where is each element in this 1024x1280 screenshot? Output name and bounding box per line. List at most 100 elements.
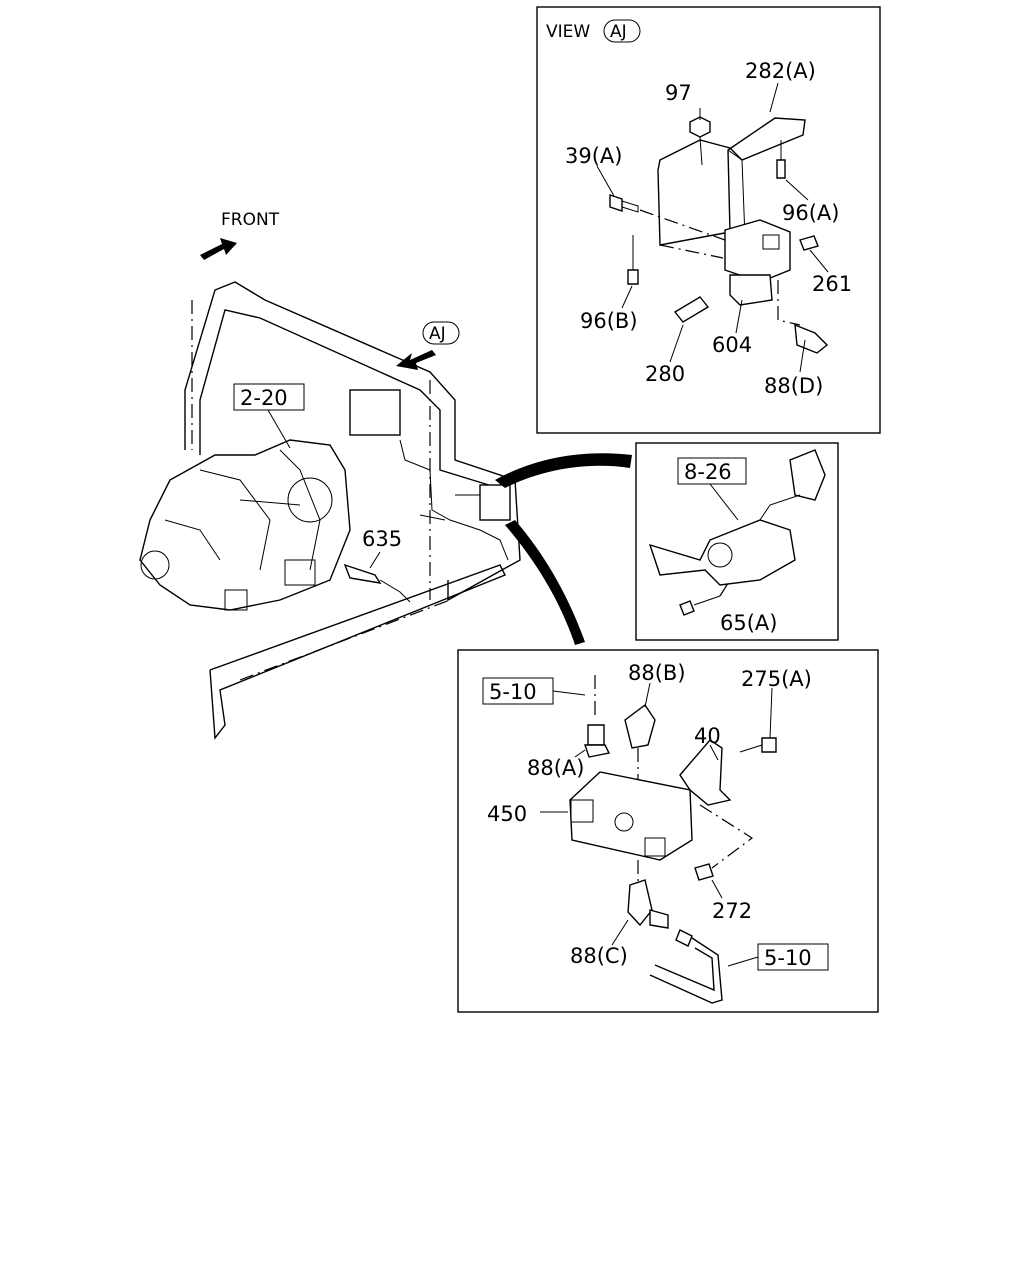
panel-8-26: 8-26 65(A)	[635, 442, 839, 641]
fitting-88d	[794, 323, 829, 354]
leader-5-10-top	[552, 690, 586, 696]
label-65a: 65(A)	[720, 611, 777, 635]
transmission-cover	[284, 559, 316, 586]
switch-wire	[759, 494, 801, 521]
label-96a: 96(A)	[782, 201, 839, 225]
view-aj-panel: VIEW AJ	[536, 6, 881, 434]
leader-8-26	[709, 483, 739, 521]
frame-center-lines	[191, 300, 431, 600]
label-39a: 39(A)	[565, 144, 622, 168]
callout-curve-8-26	[495, 453, 632, 488]
valve-450-port-right	[644, 837, 666, 857]
view-word: VIEW	[546, 22, 590, 42]
valve-604-port	[762, 234, 780, 250]
leader-40	[709, 744, 719, 761]
bolt-65a-axis	[719, 579, 731, 597]
label-604: 604	[712, 333, 752, 357]
bolt-96a	[776, 159, 786, 179]
frame-member-inner	[199, 309, 506, 491]
aj-callout-ellipse	[422, 321, 460, 345]
fitting-88c-nut	[649, 909, 669, 929]
sensor-635	[343, 563, 382, 584]
transmission-housing-ring	[287, 477, 333, 523]
leader-88d	[799, 339, 806, 373]
leader-280	[669, 324, 684, 363]
leader-97-axis	[699, 136, 703, 166]
rail-center-line	[239, 599, 451, 681]
air-line	[399, 439, 509, 561]
ref-8-26: 8-26	[684, 460, 732, 484]
bolt-39a	[609, 194, 623, 212]
panel-5-10-frame	[457, 649, 879, 1013]
ref-box-8-26	[677, 457, 747, 485]
leader-39a	[596, 165, 615, 197]
fitting-88a-elbow	[584, 744, 611, 758]
fitting-88a	[587, 724, 605, 746]
leader-261	[809, 249, 829, 273]
bracket-282	[657, 117, 806, 246]
label-88b: 88(B)	[628, 661, 686, 685]
main-assembly: FRONT AJ 2-20 635	[139, 210, 632, 740]
bolt-275a-shank	[739, 744, 763, 753]
bolt-272-axis	[699, 804, 754, 869]
bolt-65a-shank	[693, 595, 721, 606]
leader-5-10-bottom	[727, 956, 759, 967]
label-282a: 282(A)	[745, 59, 816, 83]
label-40: 40	[694, 724, 721, 748]
channel-rail	[209, 564, 506, 740]
transmission-mount	[224, 589, 248, 611]
transmission-body	[139, 439, 351, 611]
switch-connector	[789, 449, 826, 501]
bolt-272	[694, 863, 714, 881]
pressure-switch-port	[707, 542, 733, 568]
fitting-88b	[624, 703, 656, 749]
label-97: 97	[665, 81, 692, 105]
aj-view-arrow-icon	[396, 350, 436, 370]
label-450: 450	[487, 802, 527, 826]
leader-272	[711, 879, 723, 899]
valve-604-base	[729, 274, 773, 306]
label-261: 261	[812, 272, 852, 296]
view-center-lines	[639, 209, 801, 326]
valve-604-body	[724, 219, 791, 283]
label-96b: 96(B)	[580, 309, 638, 333]
valve-450-port-left	[570, 799, 594, 823]
pressure-switch-body	[648, 519, 796, 586]
leader-96a	[785, 179, 809, 201]
transmission-flange	[140, 550, 170, 580]
ref-2-20: 2-20	[240, 386, 288, 410]
transmission-detail	[164, 449, 321, 571]
sensor-635-wire	[379, 579, 411, 603]
front-arrow-icon	[200, 238, 237, 260]
view-aj-frame	[536, 6, 881, 434]
ref-box-2-20	[233, 383, 305, 411]
frame-valve-unit	[349, 389, 401, 436]
ref-5-10-top: 5-10	[489, 680, 537, 704]
ref-5-10-bottom: 5-10	[764, 946, 812, 970]
leader-635	[369, 551, 381, 569]
fitting-88c	[627, 879, 653, 927]
panel-8-26-frame	[635, 442, 839, 641]
frame-switch-unit	[479, 484, 511, 521]
frame-fittings	[419, 494, 480, 521]
fitting-280	[673, 296, 710, 323]
label-88a: 88(A)	[527, 756, 584, 780]
bolt-65a	[679, 600, 695, 616]
front-label: FRONT	[221, 210, 280, 230]
leader-604	[735, 299, 743, 334]
label-88d: 88(D)	[764, 374, 823, 398]
leader-282a	[769, 82, 779, 113]
bolt-275a	[761, 737, 777, 753]
callout-curve-5-10	[505, 520, 585, 645]
view-tag: AJ	[610, 22, 627, 42]
label-280: 280	[645, 362, 685, 386]
leader-2-20	[267, 409, 291, 449]
bolt-39a-shank	[621, 200, 639, 213]
label-635: 635	[362, 527, 402, 551]
bolt-96b	[627, 269, 639, 285]
view-tag-ellipse	[603, 19, 641, 43]
panel-5-10: 5-10 5-10	[457, 649, 879, 1013]
leader-88b	[644, 682, 651, 708]
